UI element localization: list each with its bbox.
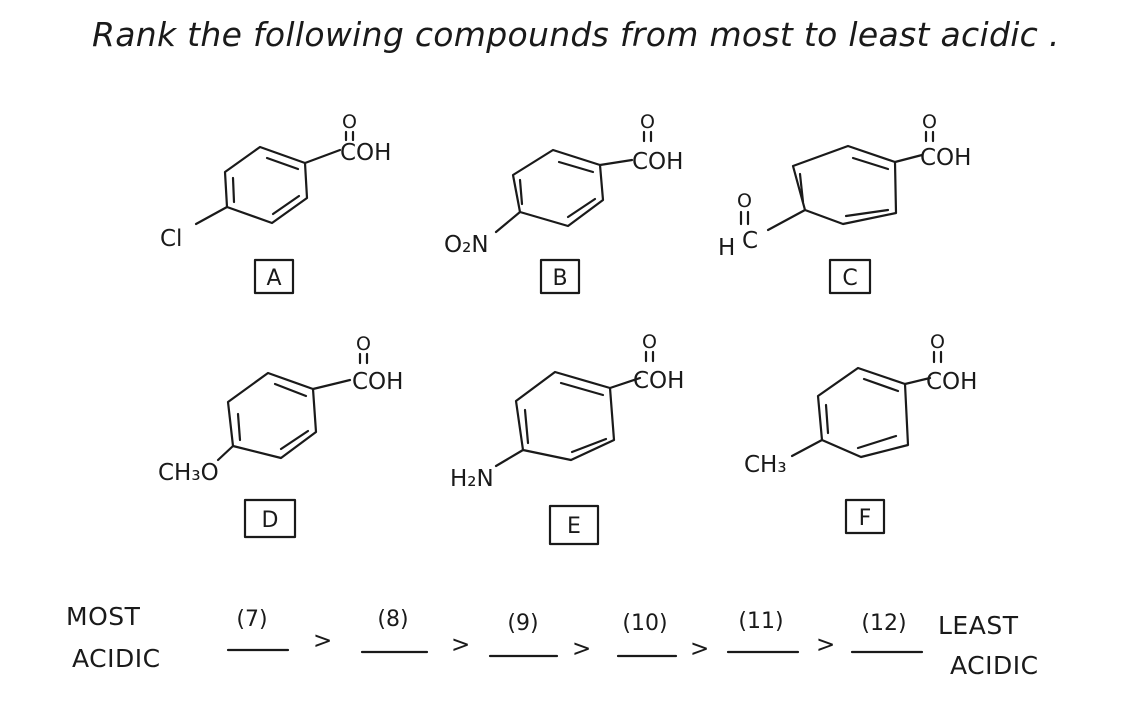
compound-d: O COH CH₃O D xyxy=(158,333,403,539)
substituent-f: CH₃ xyxy=(744,452,787,478)
substituent-bond-f xyxy=(790,438,824,458)
acid-bond-a xyxy=(303,148,342,165)
acid-bond-f xyxy=(903,376,932,386)
acid-group-d: COH xyxy=(352,369,403,395)
substituent-bond-e xyxy=(494,448,525,468)
label-box-b xyxy=(539,258,581,295)
greater-than-1: > xyxy=(313,628,332,654)
acid-bond-b xyxy=(598,158,634,167)
ranking-row: MOST ACIDIC (7) > (8) > (9) > (10) > (11… xyxy=(66,602,1039,680)
blank-label-7: (7) xyxy=(236,607,267,632)
blank-label-8: (8) xyxy=(377,607,408,632)
acid-group-b: COH xyxy=(632,149,683,175)
label-c: C xyxy=(842,266,857,291)
label-d: D xyxy=(262,508,279,533)
greater-than-4: > xyxy=(690,636,709,662)
label-b: B xyxy=(552,266,567,291)
compound-e: O COH H₂N E xyxy=(450,331,684,546)
substituent-a: Cl xyxy=(160,226,182,252)
benzene-ring-b xyxy=(511,148,605,228)
benzene-ring-f xyxy=(816,366,910,459)
carbonyl-oxygen-d: O xyxy=(356,333,371,355)
compound-c: O COH O C H C xyxy=(718,111,971,295)
substituent-bond-a xyxy=(194,205,229,226)
aldehyde-carbon-c: C xyxy=(742,228,758,254)
label-box-e xyxy=(548,504,600,546)
label-box-c xyxy=(828,258,872,295)
aldehyde-hydrogen-c: H xyxy=(718,235,735,261)
compound-f: O COH CH₃ F xyxy=(744,331,977,535)
carbonyl-oxygen-b: O xyxy=(640,111,655,133)
substituent-bond-b xyxy=(494,210,522,234)
blank-label-12: (12) xyxy=(861,611,906,636)
carbonyl-oxygen-c: O xyxy=(922,111,937,133)
greater-than-3: > xyxy=(572,636,591,662)
substituent-bond-c xyxy=(766,208,807,232)
acid-bond-c xyxy=(893,153,924,164)
greater-than-2: > xyxy=(451,632,470,658)
substituent-b: O₂N xyxy=(444,232,489,258)
substituent-e: H₂N xyxy=(450,466,494,492)
substituent-bond-d xyxy=(216,444,235,462)
most-label-line2: ACIDIC xyxy=(72,644,161,673)
label-a: A xyxy=(266,266,281,291)
label-box-f xyxy=(844,498,886,535)
most-label-line1: MOST xyxy=(66,602,141,631)
label-box-d xyxy=(243,498,297,539)
least-label-line2: ACIDIC xyxy=(950,651,1039,680)
greater-than-5: > xyxy=(816,632,835,658)
label-f: F xyxy=(859,506,872,531)
acid-bond-e xyxy=(608,376,642,390)
carbonyl-oxygen-e: O xyxy=(642,331,657,353)
benzene-ring-c xyxy=(791,144,898,226)
question-text: Rank the following compounds from most t… xyxy=(92,15,1060,54)
label-e: E xyxy=(567,514,581,539)
label-box-a xyxy=(253,258,295,295)
blank-label-11: (11) xyxy=(738,609,783,634)
acid-group-c: COH xyxy=(920,145,971,171)
compound-b: O COH O₂N B xyxy=(444,111,683,295)
benzene-ring-d xyxy=(226,371,318,460)
blank-label-9: (9) xyxy=(507,611,538,636)
carbonyl-oxygen-a: O xyxy=(342,111,357,133)
substituent-d: CH₃O xyxy=(158,460,219,486)
carbonyl-oxygen-f: O xyxy=(930,331,945,353)
acid-group-f: COH xyxy=(926,369,977,395)
acid-group-e: COH xyxy=(633,368,684,394)
compound-a: O COH Cl A xyxy=(160,111,391,295)
blank-label-10: (10) xyxy=(622,611,667,636)
least-label-line1: LEAST xyxy=(938,611,1019,640)
aldehyde-oxygen-c: O xyxy=(737,190,752,212)
acid-bond-d xyxy=(311,378,352,391)
acid-group-a: COH xyxy=(340,140,391,166)
